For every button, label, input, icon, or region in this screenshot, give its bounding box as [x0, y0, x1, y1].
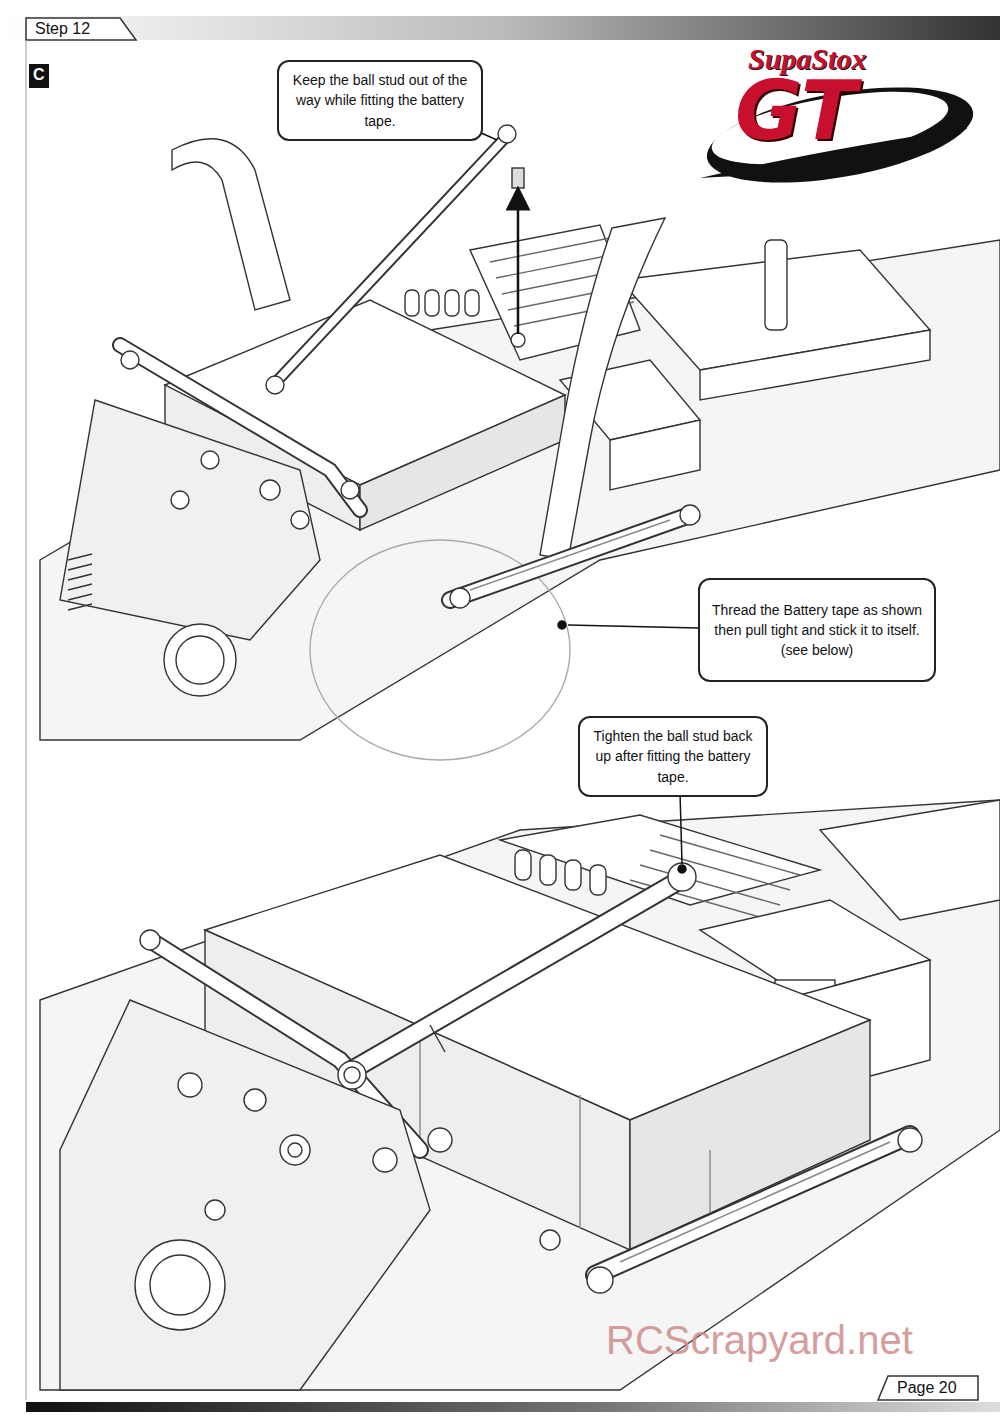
callout-box: Keep the ball stud out of the way while … [277, 60, 483, 141]
frame-line [26, 40, 27, 1400]
section-badge [29, 64, 49, 88]
logo-gt: GT [735, 70, 857, 152]
section-letter: C [33, 66, 45, 84]
page-number: Page 20 [897, 1379, 957, 1397]
lower-view [40, 800, 1000, 1390]
callout-text: Thread the Battery tape as shown then pu… [710, 600, 924, 661]
step-tab [26, 18, 136, 40]
callout-text: Keep the ball stud out of the way while … [289, 70, 471, 131]
page-tab [878, 1376, 978, 1400]
callout-box: Thread the Battery tape as shown then pu… [698, 578, 936, 682]
logo-swoosh [700, 70, 980, 200]
callout-box: Tighten the ball stud back up after fitt… [578, 716, 768, 797]
upper-view [40, 125, 1000, 760]
header-bar [0, 16, 1000, 40]
footer-bar [26, 1402, 1000, 1412]
watermark: RCScrapyard.net [606, 1318, 913, 1363]
callout-text: Tighten the ball stud back up after fitt… [590, 726, 756, 787]
step-title: Step 12 [35, 20, 90, 38]
